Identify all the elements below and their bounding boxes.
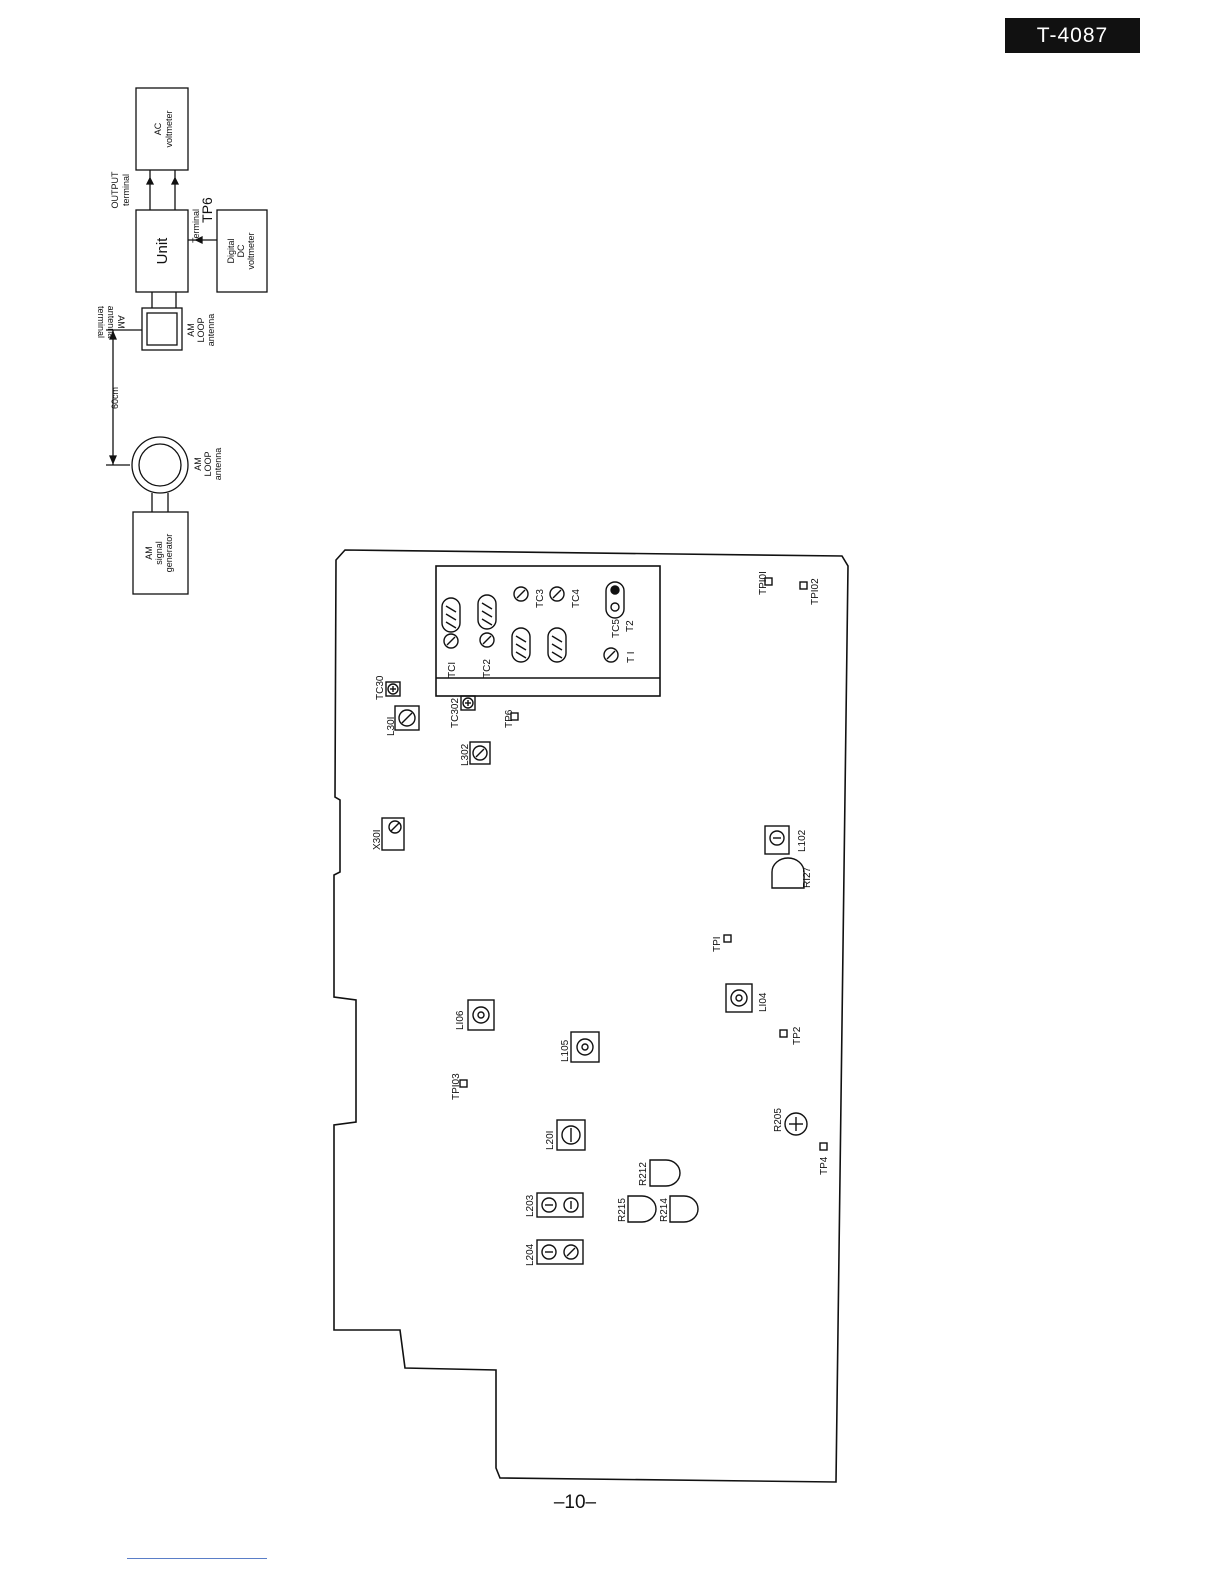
l102-label: L102 [797, 829, 808, 852]
l201-coil [557, 1120, 585, 1150]
l301-label: L30I [386, 717, 397, 736]
t1-screw [604, 648, 618, 662]
tc302-trimmer [461, 696, 475, 710]
l302-coil [470, 742, 490, 764]
t1-label: T I [626, 652, 637, 663]
l105-coil [571, 1032, 599, 1062]
tp102-point [800, 582, 807, 589]
l105-label: L105 [560, 1039, 571, 1062]
tc5-label: TC5 [611, 619, 622, 638]
tc3-screw [514, 587, 528, 601]
l201-label: L20I [545, 1131, 556, 1150]
r215-label: R215 [617, 1198, 628, 1222]
x301-label: X30I [372, 829, 383, 850]
l204-label: L204 [525, 1243, 536, 1266]
l301-coil [395, 706, 419, 730]
tc1-screw [444, 634, 458, 648]
r214-resistor [670, 1196, 698, 1222]
r212-label: R212 [638, 1162, 649, 1186]
coil-4 [548, 628, 566, 662]
tc301-trimmer [386, 682, 400, 696]
l106-label: LI06 [455, 1010, 466, 1030]
pcb-outline [334, 550, 848, 1482]
tp102-label: TPI02 [810, 578, 821, 605]
l204-coil [537, 1240, 583, 1264]
r212-resistor [650, 1160, 680, 1186]
tp4-label: TP4 [819, 1156, 830, 1175]
t2-label: T2 [625, 620, 636, 632]
tp1-label: TPI [712, 936, 723, 952]
tc301-label: TC30 [375, 675, 386, 700]
tp4-point [820, 1143, 827, 1150]
r205-potentiometer [785, 1113, 807, 1135]
tc302-label: TC302 [450, 698, 461, 728]
r214-label: R214 [659, 1198, 670, 1222]
coil-2 [478, 595, 496, 629]
tp2-label: TP2 [792, 1026, 803, 1045]
tp101-label: TPI0I [758, 571, 769, 595]
tc2-screw [480, 633, 494, 647]
l302-label: L302 [460, 743, 471, 766]
tp1-point [724, 935, 731, 942]
l106-coil [468, 1000, 494, 1030]
l203-label: L203 [525, 1194, 536, 1217]
l102-coil [765, 826, 789, 854]
tp103-label: TPI03 [451, 1073, 462, 1100]
tc1-label: TCI [447, 662, 458, 678]
page-number: –10– [540, 1492, 610, 1514]
footer-rule [127, 1558, 267, 1559]
x301-coil [382, 818, 404, 850]
r215-resistor [628, 1196, 656, 1222]
tc5-t2-part [606, 582, 624, 618]
tc3-label: TC3 [535, 589, 546, 608]
coil-1 [442, 598, 460, 632]
l203-coil [537, 1193, 583, 1217]
r205-label: R205 [773, 1108, 784, 1132]
coil-3 [512, 628, 530, 662]
tc4-label: TC4 [571, 589, 582, 608]
tp2-point [780, 1030, 787, 1037]
l104-coil [726, 984, 752, 1012]
r127-resistor [772, 858, 804, 888]
r127-label: RI27 [802, 866, 813, 888]
tc4-screw [550, 587, 564, 601]
tc2-label: TC2 [482, 659, 493, 678]
l104-label: LI04 [758, 992, 769, 1012]
tp6-label: TP6 [504, 709, 515, 728]
